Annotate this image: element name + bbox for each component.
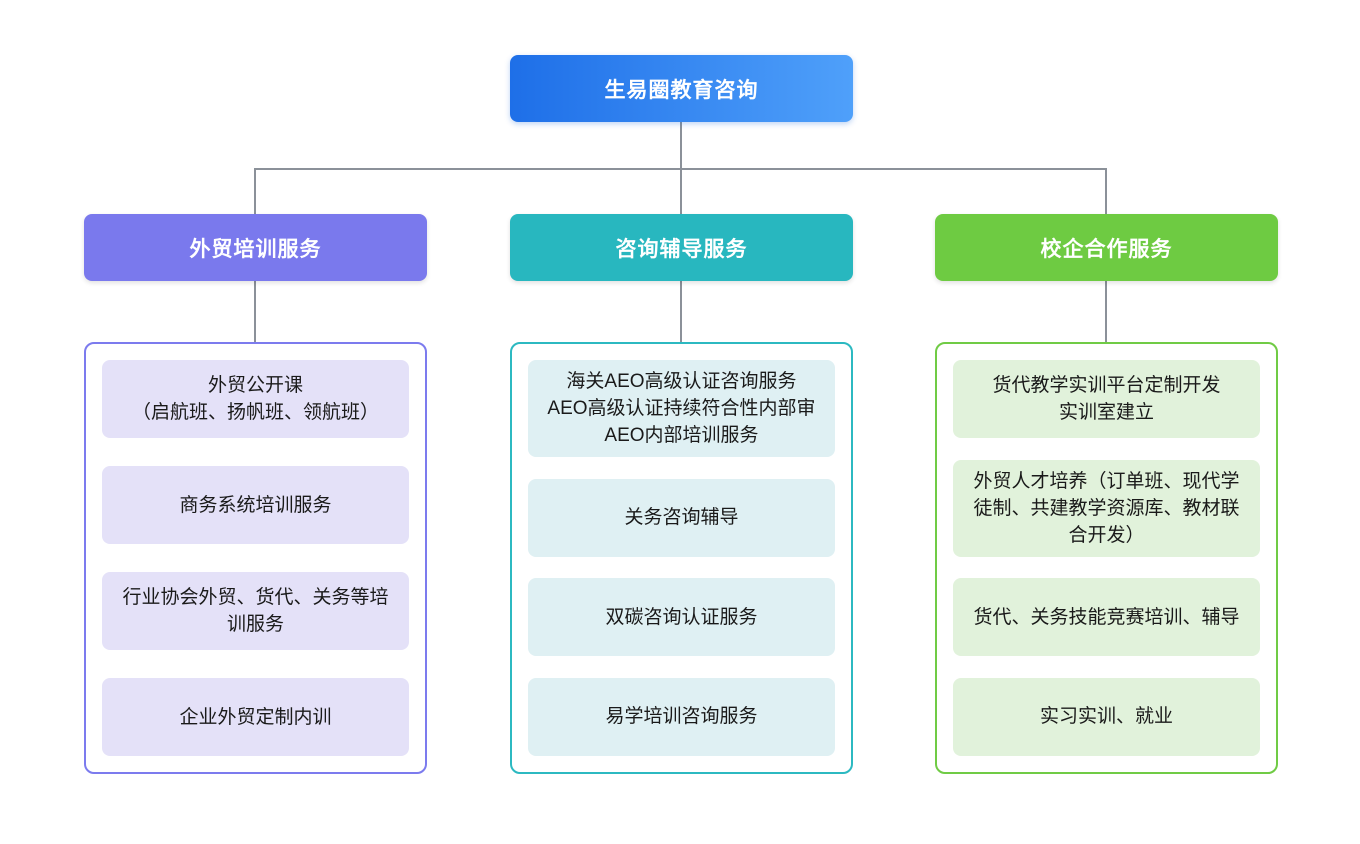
service-item: 货代、关务技能竞赛培训、辅导 [953,578,1260,657]
branch-header-label: 外贸培训服务 [189,237,322,261]
service-item: 商务系统培训服务 [102,466,409,544]
service-item: 外贸人才培养（订单班、现代学 徒制、共建教学资源库、教材联 合开发） [953,459,1260,557]
service-item-label: 实习实训、就业 [1039,706,1173,728]
service-item-label: 海关AEO高级认证咨询服务 AEO高级认证持续符合性内部审 AEO内部培训服务 [547,371,816,446]
branch-header-consulting-coaching: 咨询辅导服务 [510,214,853,281]
connector-branch-3-body [1105,281,1107,342]
service-item: 实习实训、就业 [953,677,1260,756]
service-item: 关务咨询辅导 [528,478,835,557]
service-item-label: 外贸人才培养（订单班、现代学 徒制、共建教学资源库、教材联 合开发） [973,470,1240,546]
service-item-label: 关务咨询辅导 [624,507,739,529]
service-item: 双碳咨询认证服务 [528,578,835,657]
branch-header-label: 校企合作服务 [1040,237,1173,261]
root-node: 生易圈教育咨询 [510,55,853,122]
service-item-label: 易学培训咨询服务 [605,706,758,728]
service-item-label: 外贸公开课 （启航班、扬帆班、领航班） [131,375,379,423]
service-item: 企业外贸定制内训 [102,678,409,756]
service-item: 货代教学实训平台定制开发 实训室建立 [953,360,1260,438]
branch-header-school-enterprise-cooperation: 校企合作服务 [935,214,1278,281]
service-item-label: 行业协会外贸、货代、关务等培 训服务 [122,587,389,635]
service-item: 易学培训咨询服务 [528,677,835,756]
connector-branch-1-top [254,168,256,214]
connector-branch-1-body [254,281,256,342]
branch-container-consulting-coaching: 海关AEO高级认证咨询服务 AEO高级认证持续符合性内部审 AEO内部培训服务 … [510,342,853,774]
service-item: 行业协会外贸、货代、关务等培 训服务 [102,572,409,650]
service-item-label: 货代、关务技能竞赛培训、辅导 [973,606,1240,628]
service-item-label: 商务系统培训服务 [179,494,332,516]
service-item: 海关AEO高级认证咨询服务 AEO高级认证持续符合性内部审 AEO内部培训服务 [528,360,835,457]
service-item-label: 企业外贸定制内训 [179,706,332,728]
connector-branch-3-top [1105,168,1107,214]
branch-container-foreign-trade-training: 外贸公开课 （启航班、扬帆班、领航班） 商务系统培训服务 行业协会外贸、货代、关… [84,342,427,774]
service-item-label: 双碳咨询认证服务 [605,606,758,628]
service-item-label: 货代教学实训平台定制开发 实训室建立 [992,375,1221,423]
connector-horizontal [254,168,1107,170]
branch-header-foreign-trade-training: 外贸培训服务 [84,214,427,281]
root-node-label: 生易圈教育咨询 [604,78,759,102]
connector-branch-2-body [680,281,682,342]
branch-header-label: 咨询辅导服务 [615,237,748,261]
branch-container-school-enterprise-cooperation: 货代教学实训平台定制开发 实训室建立 外贸人才培养（订单班、现代学 徒制、共建教… [935,342,1278,774]
service-item: 外贸公开课 （启航班、扬帆班、领航班） [102,360,409,438]
